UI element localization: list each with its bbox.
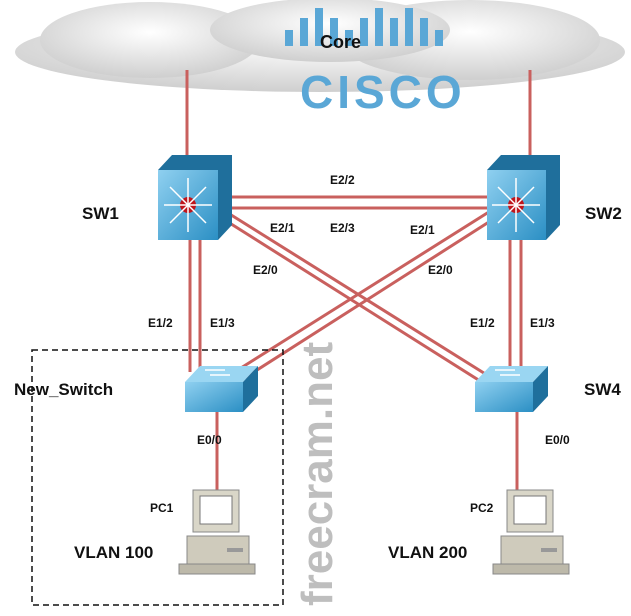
sw4-switch-icon[interactable] — [475, 366, 548, 412]
cisco-logo-text: CISCO — [300, 66, 466, 118]
port-label: E2/1 — [410, 223, 435, 237]
pc2-computer-icon[interactable] — [492, 489, 570, 575]
pc2-label: PC2 — [470, 501, 494, 515]
vlan100-label: VLAN 100 — [74, 543, 153, 562]
vlan200-label: VLAN 200 — [388, 543, 467, 562]
links — [185, 70, 532, 490]
link-sw2-newswitch-a — [224, 208, 493, 380]
link-sw1-sw4-a — [227, 211, 496, 382]
port-label: E2/0 — [253, 263, 278, 277]
cisco-logo: CISCO — [285, 8, 466, 118]
sw2-multilayer-switch-icon[interactable] — [487, 155, 560, 240]
core-label: Core — [320, 32, 361, 52]
sw2-label: SW2 — [585, 204, 622, 223]
new-switch-boundary — [31, 349, 284, 606]
new-switch-icon[interactable] — [185, 366, 258, 412]
port-label: E1/3 — [530, 316, 555, 330]
sw1-multilayer-switch-icon[interactable] — [158, 155, 232, 240]
port-label: E2/0 — [428, 263, 453, 277]
new-switch-label: New_Switch — [14, 380, 113, 399]
sw1-label: SW1 — [82, 204, 119, 223]
sw4-label: SW4 — [584, 380, 621, 399]
port-label: E2/2 — [330, 173, 355, 187]
port-label: E0/0 — [545, 433, 570, 447]
port-label: E2/1 — [270, 221, 295, 235]
pc1-computer-icon[interactable] — [178, 489, 256, 575]
link-sw2-newswitch-b — [231, 218, 493, 388]
port-label: E0/0 — [197, 433, 222, 447]
port-label: E1/3 — [210, 316, 235, 330]
watermark: freecram.net — [293, 342, 342, 606]
port-label: E1/2 — [148, 316, 173, 330]
port-label: E1/2 — [470, 316, 495, 330]
pc1-label: PC1 — [150, 501, 174, 515]
port-label: E2/3 — [330, 221, 355, 235]
